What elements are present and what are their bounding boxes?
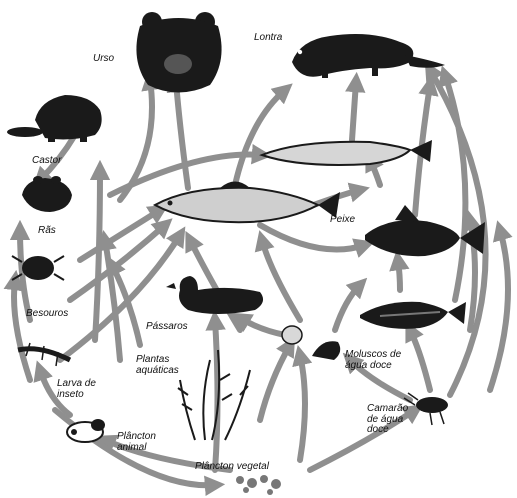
label-lontra: Lontra xyxy=(254,33,282,44)
carp-fish-icon xyxy=(360,302,466,329)
arrow-plankton-to-duck xyxy=(215,320,218,470)
frog-icon xyxy=(22,176,72,212)
label-passaros: Pássaros xyxy=(146,322,188,333)
arrow-right-arc xyxy=(490,230,508,390)
arrow-shrimp-to-carp xyxy=(410,330,430,390)
label-plancton-animal: Plâncton animal xyxy=(117,432,156,453)
arrow-frog-to-fish xyxy=(80,210,160,260)
label-besouros: Besouros xyxy=(26,309,68,320)
pike-fish-icon xyxy=(262,140,432,165)
arrow-mollusc-to-fish xyxy=(262,240,300,320)
arrow-plants-to-larva xyxy=(105,240,120,360)
arrow-mollusc-to-carp xyxy=(335,285,360,330)
label-peixe: Peixe xyxy=(330,215,355,226)
arrow-fish-to-otter xyxy=(235,90,285,185)
label-castor: Castor xyxy=(32,156,61,167)
arrow-fish-to-bear xyxy=(176,82,188,188)
beaver-icon xyxy=(7,95,102,142)
arrow-plankton-to-mollusc xyxy=(260,345,290,420)
label-urso: Urso xyxy=(93,54,114,65)
bear-icon xyxy=(136,12,221,93)
label-plantas-aquaticas: Plantas aquáticas xyxy=(136,355,179,376)
mollusc-icon xyxy=(282,326,340,360)
arrow-larva-to-beaver-stack xyxy=(95,170,100,340)
phytoplankton-icon xyxy=(236,475,281,495)
arrow-phyto-to-mollusc xyxy=(300,355,305,460)
arrow-pike-to-otter xyxy=(352,82,356,140)
arrow-carp-to-perch xyxy=(398,260,400,290)
arrow-mollusc-to-duck xyxy=(240,318,285,335)
central-fish-icon xyxy=(155,182,340,223)
otter-icon xyxy=(292,34,445,78)
label-moluscos: Moluscos de água doce xyxy=(345,350,401,371)
label-camarao: Camarão de água doce xyxy=(367,404,408,436)
label-plancton-vegetal: Plâncton vegetal xyxy=(195,462,269,473)
label-larva-inseto: Larva de inseto xyxy=(57,379,96,400)
arrow-fish-to-perch xyxy=(260,225,365,250)
label-ras: Rãs xyxy=(38,226,56,237)
